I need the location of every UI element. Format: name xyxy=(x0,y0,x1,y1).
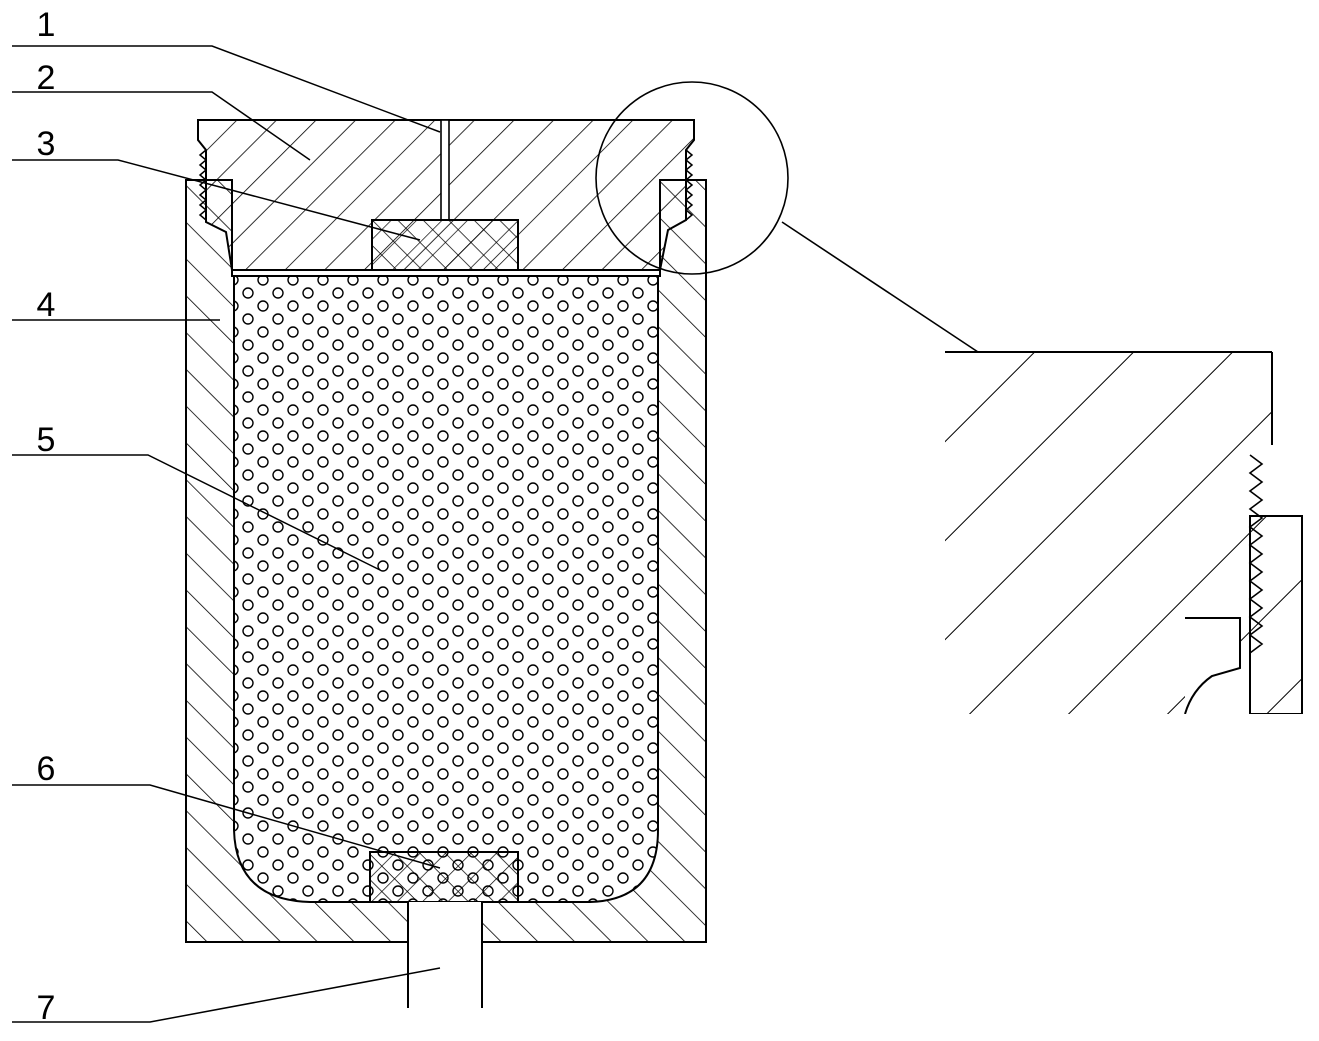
porous-filling-pattern xyxy=(234,276,658,902)
vent-channel xyxy=(440,119,450,221)
right-thread xyxy=(684,149,694,221)
detail-circle xyxy=(595,81,789,275)
leader-lines xyxy=(12,45,441,1023)
detail-leader xyxy=(781,221,979,353)
label-3: 3 xyxy=(37,125,56,163)
lower-filter xyxy=(369,851,519,903)
detail-view xyxy=(945,352,1303,714)
detail-seal xyxy=(1184,617,1241,714)
label-4: 4 xyxy=(37,286,56,324)
left-thread xyxy=(198,149,208,221)
label-6: 6 xyxy=(37,750,56,788)
outlet-pipe xyxy=(408,902,482,1008)
upper-filter xyxy=(371,219,519,271)
label-2: 2 xyxy=(37,59,56,97)
label-7: 7 xyxy=(37,989,56,1027)
label-1: 1 xyxy=(37,6,56,44)
label-5: 5 xyxy=(37,421,56,459)
detail-thread xyxy=(1248,454,1264,654)
detail-container-wall xyxy=(1249,515,1303,714)
